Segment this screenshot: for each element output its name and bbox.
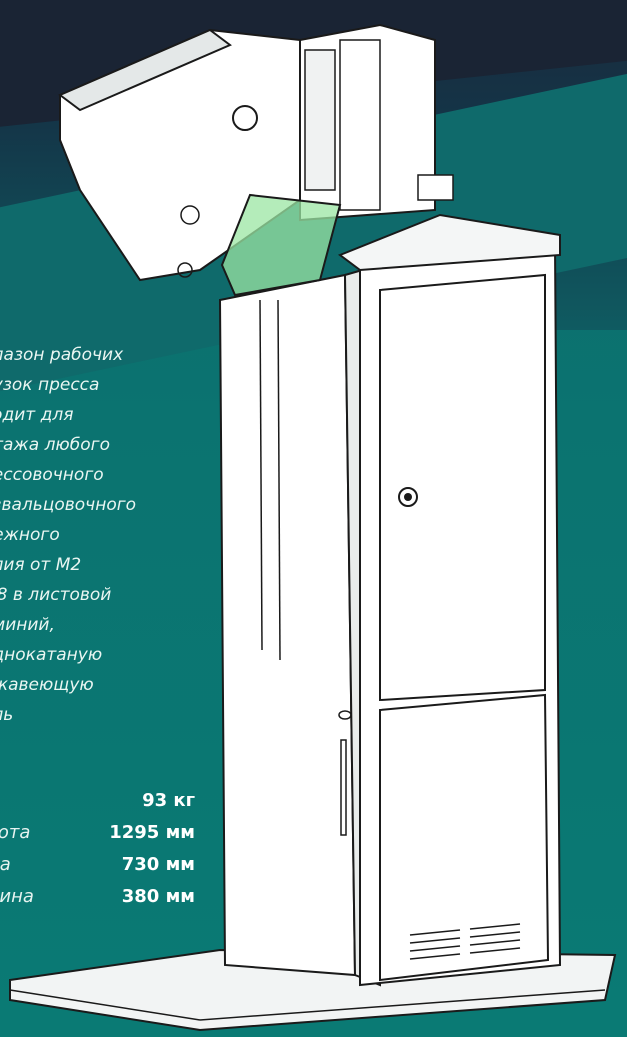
spec-value: 1295 мм <box>109 822 195 843</box>
vent-grille <box>409 923 521 960</box>
spec-row-weight: 93 кг <box>0 790 195 822</box>
spec-row-width: рина 380 мм <box>0 886 195 918</box>
spec-value: 730 мм <box>121 854 195 875</box>
spec-value: 380 мм <box>121 886 195 907</box>
machine-column <box>218 263 381 987</box>
parts-tray <box>220 193 342 297</box>
spec-row-height: сота 1295 мм <box>0 822 195 854</box>
press-head <box>58 23 454 282</box>
description-text: апазон рабочих рузок пресса ходит для нт… <box>0 345 137 725</box>
spec-label: рина <box>0 886 34 907</box>
cabinet-top <box>337 213 561 272</box>
spec-value: 93 кг <box>142 790 195 811</box>
spec-label: сота <box>0 822 31 843</box>
machine-cabinet <box>359 243 562 987</box>
specs-table: 93 кг сота 1295 мм на 730 мм рина 380 мм <box>0 790 195 918</box>
spec-row-length: на 730 мм <box>0 854 195 886</box>
spec-label: на <box>0 854 11 875</box>
